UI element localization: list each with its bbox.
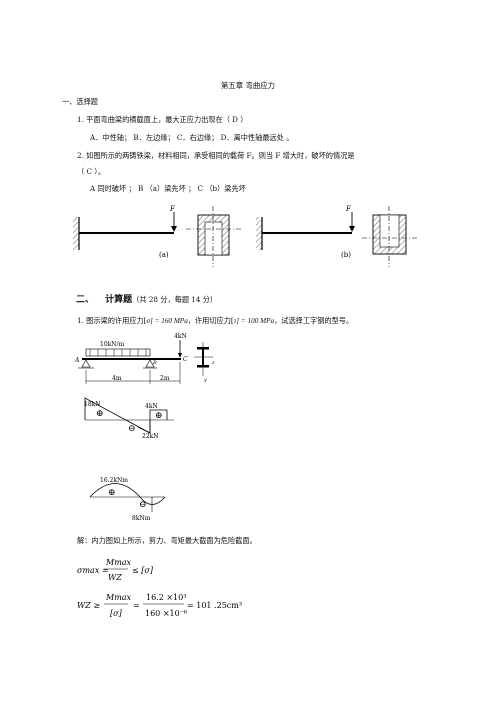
beam-point-c: C xyxy=(183,356,188,363)
moment-value-min: 8kNm xyxy=(132,515,151,522)
q2-answer: （ C ）。 xyxy=(77,167,106,176)
eq1-lhs: σmax = xyxy=(77,566,109,575)
shear-minus-sign: ⊖ xyxy=(128,424,136,434)
p1-sigma-allow: σ] = 160 MPa xyxy=(146,317,188,325)
shear-value-4: 4kN xyxy=(145,403,158,410)
q2-options: A 同时破坏 ； B （a）梁先坏 ； C （b）梁先坏 xyxy=(90,184,246,193)
i-beam-axis-y: y xyxy=(203,377,207,383)
eq2-result: = 101 .25cm³ xyxy=(187,601,242,610)
p1-stem-mid: ，许用切应力[ xyxy=(187,316,234,325)
section-calc-title: 计算题 xyxy=(105,295,133,305)
shear-value-22: 22kN xyxy=(142,433,159,440)
eq2-denominator-2: 160 ×10⁻⁶ xyxy=(145,609,187,618)
shear-value-18: 18kN xyxy=(84,401,101,408)
beam-support-a xyxy=(78,359,94,369)
p1-stem: 1. 图示梁的许用应力[σ] = 160 MPa，许用切应力[τ] = 100 … xyxy=(77,316,353,326)
section-choice-heading: 一、选择题 xyxy=(62,97,98,106)
fig-a-load-arrow xyxy=(171,212,177,232)
fig-b-label: (b) xyxy=(341,251,351,259)
moment-plus-sign: ⊕ xyxy=(108,488,116,498)
moment-minus-sign: ⊖ xyxy=(139,500,147,510)
p1-solution: 解：内力图如上所示，剪力、弯矩最大截面为危险截面。 xyxy=(77,536,257,545)
eq2-lhs: WZ ≥ xyxy=(77,601,100,610)
beam-span1-label: 4m xyxy=(112,375,122,382)
q2-stem: 2. 如图所示的两铸铁梁，材料相同，承受相同的载荷 F。则当 F 增大时，破坏的… xyxy=(77,151,355,160)
p1-tau-allow: τ] = 100 MPa xyxy=(233,317,275,325)
eq2-numerator-2: 16.2 ×10³ xyxy=(146,593,186,602)
beam-support-b xyxy=(143,359,157,369)
q1-stem: 1. 平面弯曲梁的横截面上，最大正应力出现在（ D ） xyxy=(77,115,248,124)
eq2-numerator: Mmax xyxy=(105,593,132,602)
q1-options: A．中性轴； B．左边缘； C．右边缘； D．离中性轴最远处 。 xyxy=(90,133,294,142)
fig-b-load-label: F xyxy=(345,205,352,213)
section-calc-heading: 二、 计算题（共 28 分，每题 14 分） xyxy=(76,295,217,305)
fig-b-section xyxy=(362,206,418,267)
beam-dimension-lines xyxy=(85,362,181,384)
eq1-denominator: WZ xyxy=(108,573,122,582)
chapter-title: 第五章 弯曲应力 xyxy=(220,81,276,90)
moment-diagram xyxy=(89,483,166,512)
fig-a-section xyxy=(186,206,242,267)
section-calc-note: （共 28 分，每题 14 分） xyxy=(132,295,218,304)
beam-point-b: B xyxy=(152,360,157,366)
eq2-denominator: [σ] xyxy=(110,609,123,618)
eq1-numerator: Mmax xyxy=(105,558,132,567)
eq1-rhs: ≤ [σ] xyxy=(132,566,154,575)
eq2-equals: = xyxy=(133,601,140,610)
beam-span2-label: 2m xyxy=(160,375,170,382)
beam-point-a: A xyxy=(74,357,80,364)
beam-dist-load-label: 10kN/m xyxy=(100,341,125,348)
p1-stem-pre: 1. 图示梁的许用应力[ xyxy=(77,316,147,325)
moment-value-max: 16.2kNm xyxy=(100,477,128,484)
fig-b-load-arrow xyxy=(349,212,355,232)
p1-stem-post: ，试选择工字钢的型号。 xyxy=(274,316,354,325)
section-calc-number: 二、 xyxy=(76,295,95,305)
fig-a-load-label: F xyxy=(169,205,176,213)
shear-plus-sign: ⊕ xyxy=(96,409,104,419)
shear-diagram xyxy=(84,397,174,434)
i-beam-axis-z: z xyxy=(211,360,215,366)
beam-dist-load xyxy=(85,348,151,357)
beam-point-load-label: 4kN xyxy=(174,333,187,340)
beam-point-load-arrow xyxy=(178,340,182,358)
fig-a-label: (a) xyxy=(159,251,169,259)
i-beam-section xyxy=(194,342,213,376)
shear-plus-sign-right: ⊕ xyxy=(155,411,163,421)
